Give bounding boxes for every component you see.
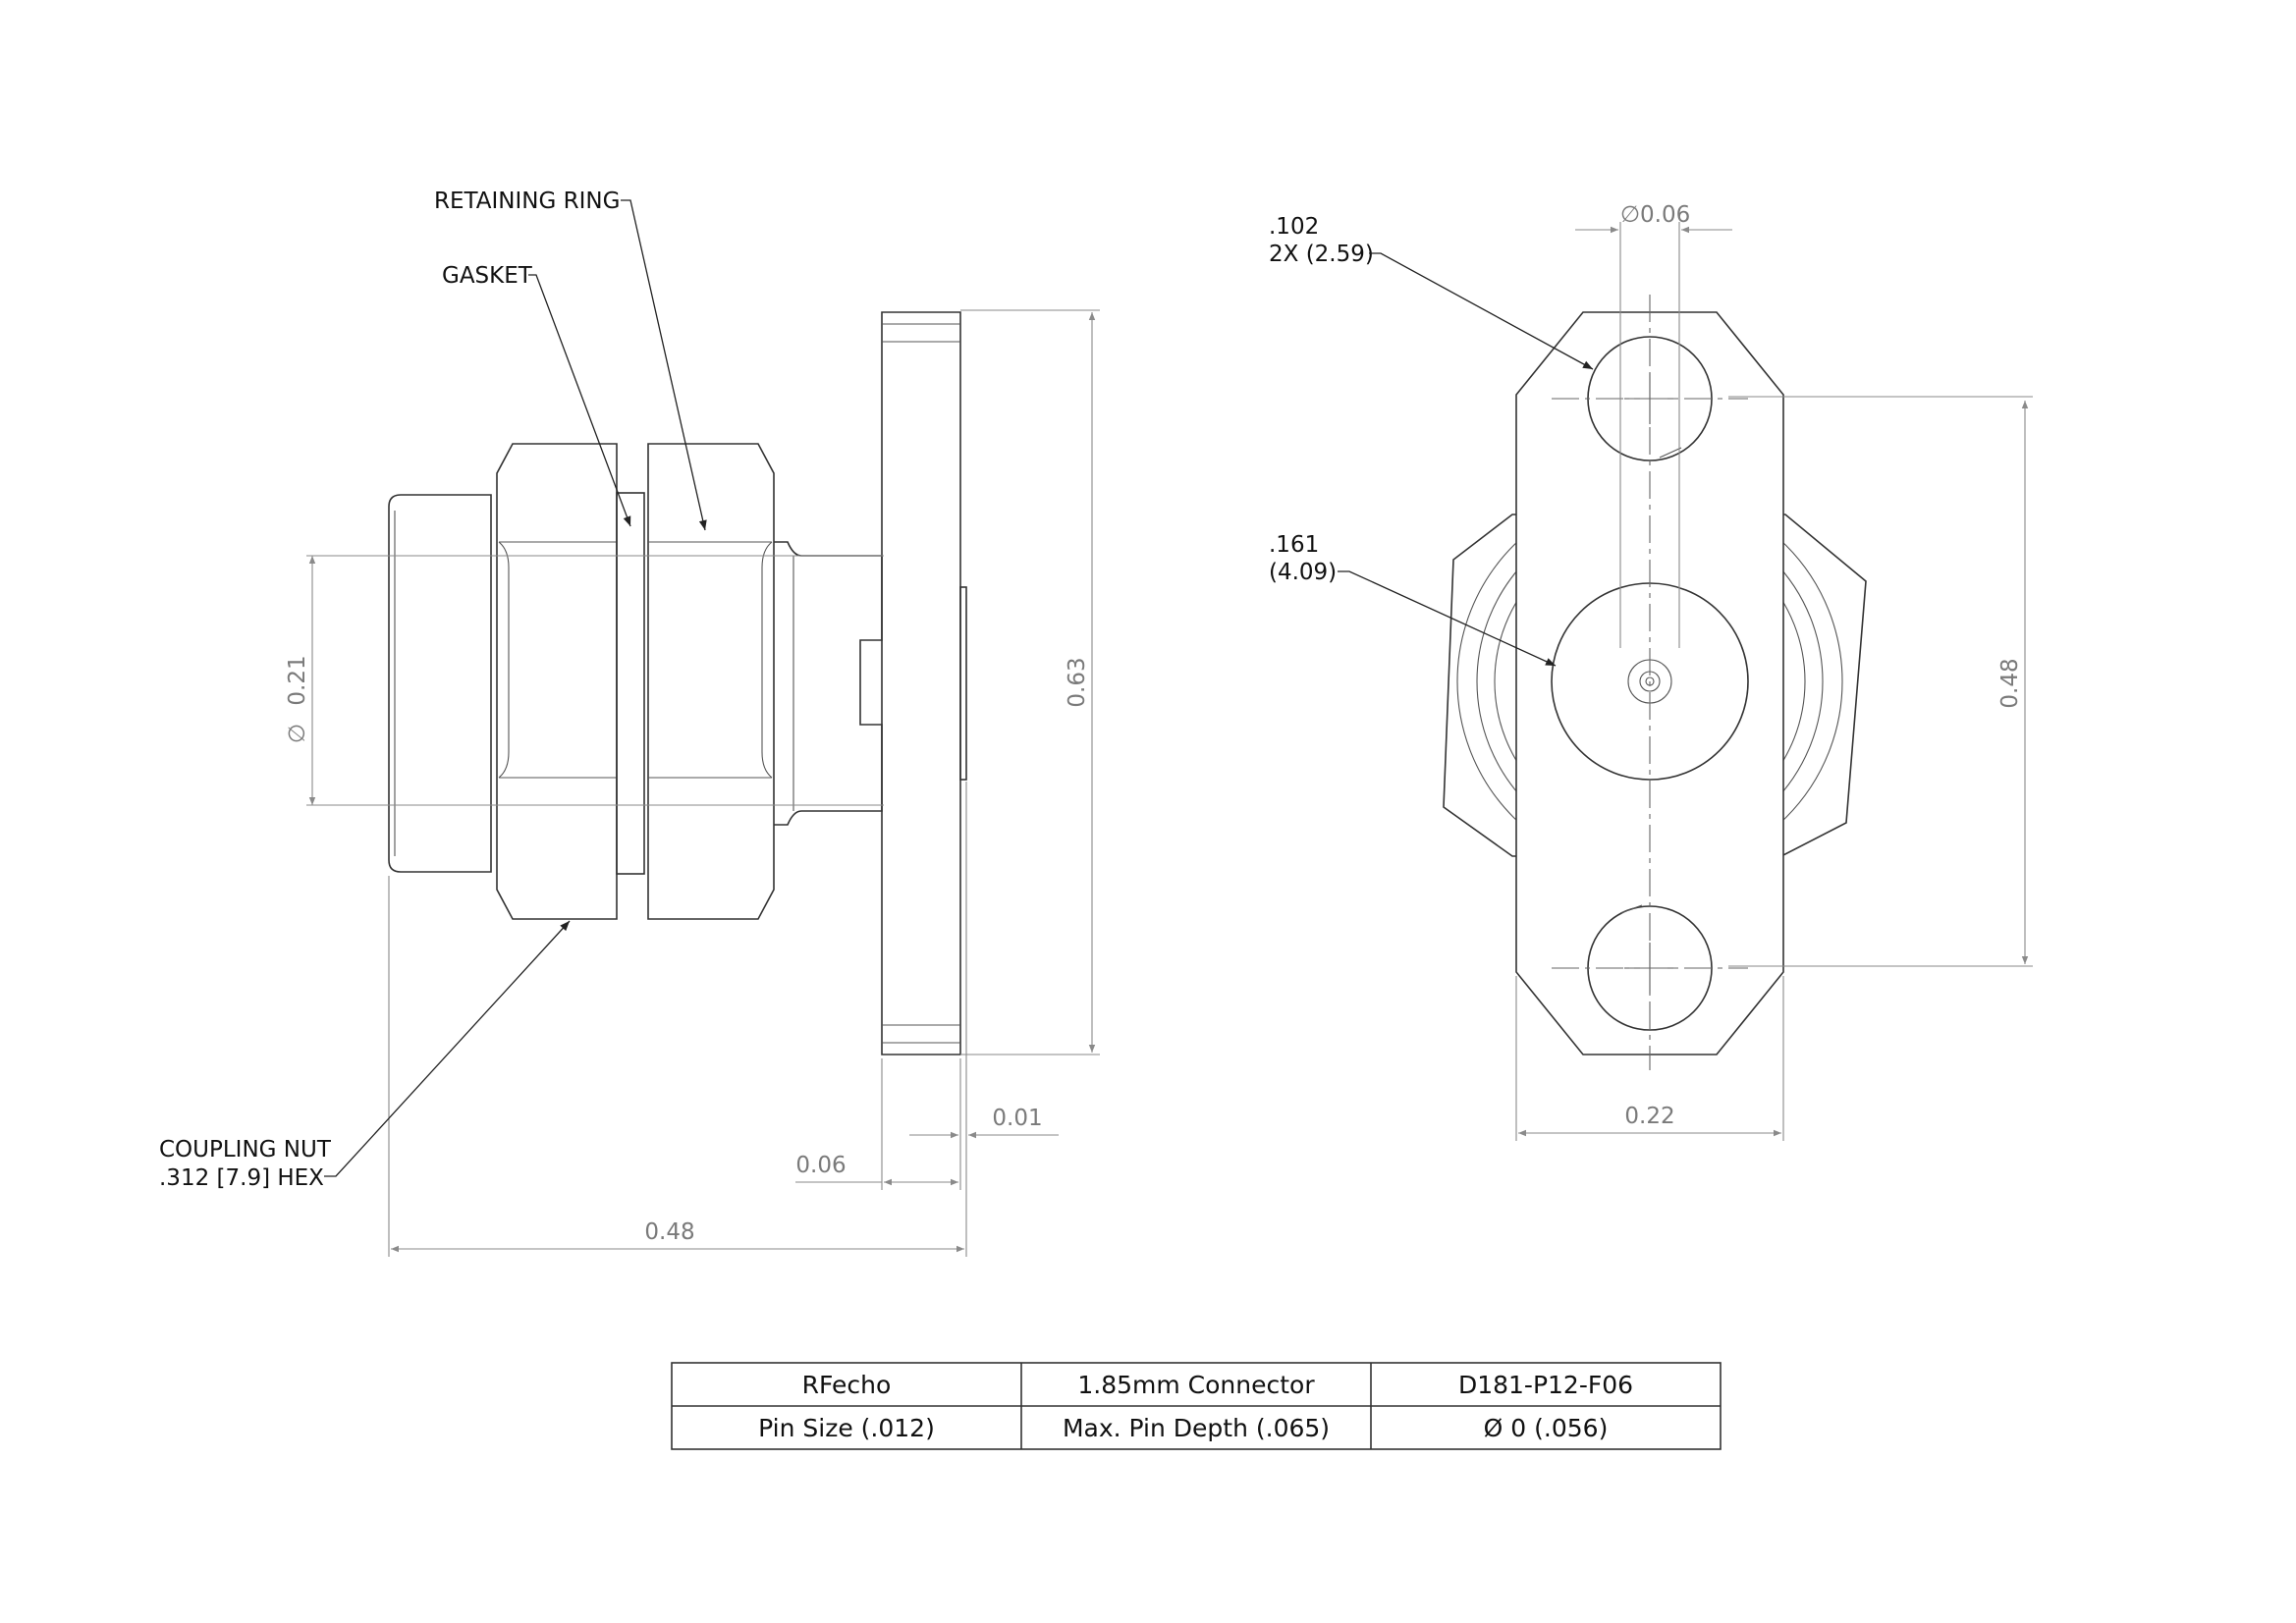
connector-front-body — [388, 494, 492, 873]
top-diameter-symbol: ∅ — [1620, 202, 1640, 228]
coupling-nut — [496, 443, 618, 920]
label-center-size-1: .161 — [1269, 532, 1319, 558]
diameter-symbol: ∅ — [285, 724, 310, 743]
dim-height: 0.63 — [1065, 657, 1090, 707]
label-retaining-ring: RETAINING RING — [434, 189, 620, 214]
label-coupling-nut-2: .312 [7.9] HEX — [159, 1165, 324, 1191]
title-block: RFecho 1.85mm Connector D181-P12-F06 Pin… — [671, 1362, 1722, 1450]
dim-flange-thickness: 0.06 — [795, 1153, 846, 1178]
dim-flange-step: 0.01 — [992, 1106, 1042, 1131]
label-hole-size-1: .102 — [1269, 214, 1319, 240]
label-gasket: GASKET — [442, 263, 533, 289]
tb-part-number: D181-P12-F06 — [1458, 1371, 1633, 1399]
tb-company: RFecho — [802, 1371, 892, 1399]
label-coupling-nut-1: COUPLING NUT — [159, 1137, 332, 1163]
retaining-ring — [647, 443, 775, 920]
front-view: ∅ 0.06 0.48 0.22 .102 2X (2.59) .161 (4.… — [1269, 202, 2033, 1141]
label-hole-size-2: 2X (2.59) — [1269, 242, 1374, 267]
tb-diameter: Ø 0 (.056) — [1484, 1414, 1609, 1442]
dim-top-diameter: 0.06 — [1640, 202, 1690, 228]
dim-diameter: 0.21 — [285, 655, 310, 705]
tb-pin-size: Pin Size (.012) — [758, 1414, 935, 1442]
dim-width: 0.22 — [1624, 1104, 1674, 1129]
tb-pin-depth: Max. Pin Depth (.065) — [1063, 1414, 1330, 1442]
flange — [859, 311, 961, 1055]
dim-hole-spacing: 0.48 — [1997, 658, 2023, 708]
dim-overall-length: 0.48 — [644, 1219, 694, 1245]
tb-connector: 1.85mm Connector — [1077, 1371, 1315, 1399]
side-view: ∅ 0.21 0.63 0.01 0.06 0.48 RETAINING RIN… — [159, 189, 1100, 1257]
gasket-part — [616, 492, 645, 875]
shaft — [774, 541, 883, 826]
label-center-size-2: (4.09) — [1269, 560, 1337, 585]
